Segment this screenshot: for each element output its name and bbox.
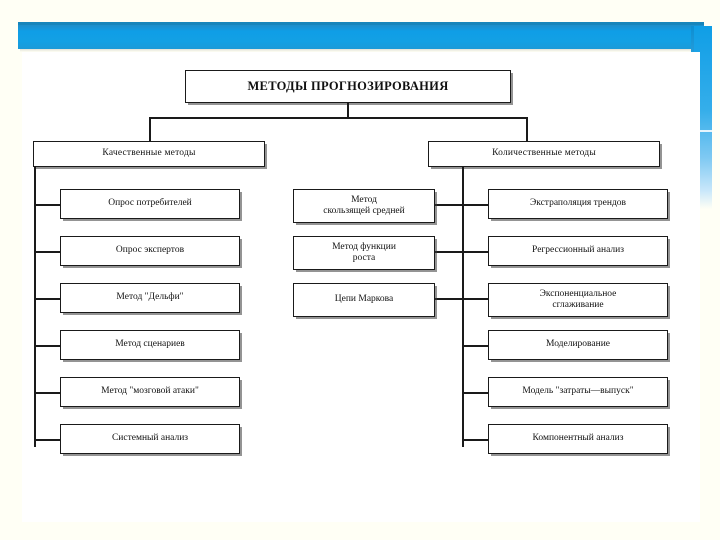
connector-to-quantitative — [526, 117, 528, 141]
connector-stub-q4 — [34, 345, 60, 347]
node-label: Метод функции роста — [332, 241, 396, 263]
connector-stub-q1 — [34, 204, 60, 206]
node-label: Модель "затраты—выпуск" — [522, 386, 634, 397]
connector-stub-m2 — [435, 251, 463, 253]
slide-header-bar-top-edge — [18, 22, 704, 25]
connector-stub-m1 — [435, 204, 463, 206]
node-exponential-smoothing[interactable]: Экспоненциальное сглаживание — [488, 283, 668, 317]
node-growth-function-method[interactable]: Метод функции роста — [293, 236, 435, 270]
connector-to-qualitative — [149, 117, 151, 141]
node-label: Метод "Дельфи" — [116, 292, 184, 303]
node-label: Системный анализ — [111, 433, 189, 444]
node-label: Цепи Маркова — [334, 294, 394, 305]
connector-root-drop — [347, 103, 349, 117]
node-root-forecasting-methods[interactable]: МЕТОДЫ ПРОГНОЗИРОВАНИЯ — [185, 70, 511, 103]
node-label: Метод скользящей средней — [323, 194, 405, 216]
node-label: Экспоненциальное сглаживание — [539, 288, 617, 310]
connector-root-bus — [149, 117, 527, 119]
node-delphi-method[interactable]: Метод "Дельфи" — [60, 283, 240, 313]
node-quantitative-methods[interactable]: Количественные методы — [428, 141, 660, 167]
node-consumer-survey[interactable]: Опрос потребителей — [60, 189, 240, 219]
node-qualitative-methods[interactable]: Качественные методы — [33, 141, 265, 167]
connector-stub-r3 — [462, 298, 488, 300]
connector-stub-r4 — [462, 345, 488, 347]
slide-content-panel: МЕТОДЫ ПРОГНОЗИРОВАНИЯ Качественные мето… — [22, 52, 700, 522]
node-trend-extrapolation[interactable]: Экстраполяция трендов — [488, 189, 668, 219]
node-label: Компонентный анализ — [532, 433, 624, 444]
connector-stub-r1 — [462, 204, 488, 206]
node-modeling[interactable]: Моделирование — [488, 330, 668, 360]
node-brainstorming-method[interactable]: Метод "мозговой атаки" — [60, 377, 240, 407]
node-label: Регрессионный анализ — [532, 245, 624, 256]
connector-stub-r6 — [462, 439, 488, 441]
connector-stub-q6 — [34, 439, 60, 441]
connector-stub-m3 — [435, 298, 463, 300]
node-label: Количественные методы — [492, 148, 596, 159]
slide-header-bar — [18, 22, 704, 49]
node-label: Опрос потребителей — [108, 198, 192, 209]
node-label: Опрос экспертов — [115, 245, 185, 256]
node-label: Метод сценариев — [115, 339, 185, 350]
node-label: Экстраполяция трендов — [529, 198, 627, 209]
node-label: МЕТОДЫ ПРОГНОЗИРОВАНИЯ — [247, 79, 449, 94]
node-label: Метод "мозговой атаки" — [101, 386, 199, 397]
slide-right-accent-notch — [694, 130, 712, 132]
node-expert-survey[interactable]: Опрос экспертов — [60, 236, 240, 266]
node-moving-average-method[interactable]: Метод скользящей средней — [293, 189, 435, 223]
node-regression-analysis[interactable]: Регрессионный анализ — [488, 236, 668, 266]
connector-stub-r2 — [462, 251, 488, 253]
connector-quantitative-spine — [462, 167, 464, 447]
forecasting-methods-tree-diagram: МЕТОДЫ ПРОГНОЗИРОВАНИЯ Качественные мето… — [22, 52, 700, 522]
node-component-analysis[interactable]: Компонентный анализ — [488, 424, 668, 454]
node-markov-chains[interactable]: Цепи Маркова — [293, 283, 435, 317]
connector-stub-q5 — [34, 392, 60, 394]
connector-stub-r5 — [462, 392, 488, 394]
connector-stub-q2 — [34, 251, 60, 253]
connector-qualitative-spine — [34, 167, 36, 447]
node-label: Моделирование — [545, 339, 611, 350]
node-label: Качественные методы — [102, 148, 196, 159]
node-systems-analysis[interactable]: Системный анализ — [60, 424, 240, 454]
node-input-output-model[interactable]: Модель "затраты—выпуск" — [488, 377, 668, 407]
node-scenario-method[interactable]: Метод сценариев — [60, 330, 240, 360]
connector-stub-q3 — [34, 298, 60, 300]
slide-header-bar-shadow — [20, 49, 704, 52]
